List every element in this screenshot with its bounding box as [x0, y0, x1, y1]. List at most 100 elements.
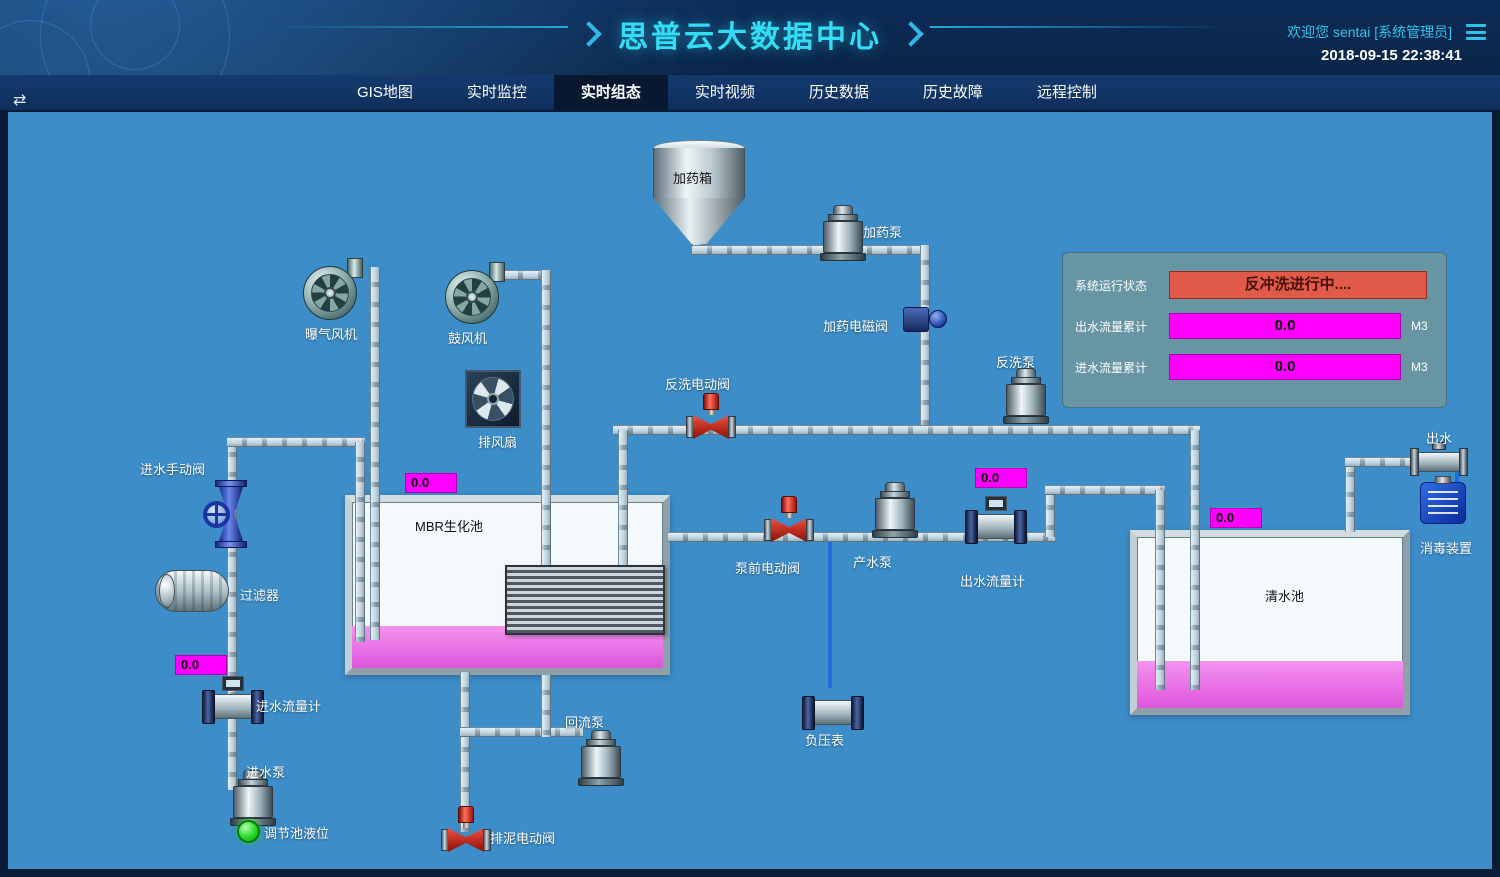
inlet-manual-valve[interactable] [203, 480, 251, 548]
page-title: 思普云大数据中心 [618, 21, 882, 54]
label-dosing-tank: 加药箱 [673, 171, 713, 186]
tab-realtime-video[interactable]: 实时视频 [694, 84, 755, 101]
clean-level-value: 0.0 [1210, 508, 1262, 528]
tab-history-fault[interactable]: 历史故障 [922, 84, 983, 101]
blower-housing [303, 266, 357, 320]
pipe-segment [227, 437, 237, 790]
valve-bowtie [693, 415, 729, 439]
label-blower: 鼓风机 [448, 331, 488, 346]
pipe-segment [503, 270, 551, 280]
dosing-pump[interactable] [820, 205, 866, 261]
vacuum-gauge[interactable] [802, 682, 864, 730]
chevron-right-icon [576, 21, 602, 47]
pipe-segment [618, 430, 628, 565]
pump-cap [243, 770, 263, 779]
pipe-segment [920, 245, 930, 435]
tab-gis-map[interactable]: GIS地图 [357, 84, 413, 101]
valve-flange [215, 480, 247, 487]
backwash-valve[interactable] [686, 393, 736, 441]
label-inlet-flow-meter: 进水流量计 [256, 699, 322, 714]
outlet-device-cap [1432, 442, 1446, 450]
valve-body [686, 415, 736, 439]
regulating-tank-level-indicator[interactable] [237, 820, 260, 843]
meter-body [214, 694, 252, 719]
pump-neck [1011, 377, 1041, 384]
sludge-valve[interactable] [441, 806, 491, 854]
status-row-outlet-total: 出水流量累计 0.0 M3 [1075, 311, 1434, 341]
outlet-total-unit: M3 [1411, 319, 1428, 333]
pump-base [578, 778, 624, 786]
meter-flange [202, 690, 215, 724]
fan-hub-icon [324, 287, 336, 299]
valve-flange [215, 541, 247, 548]
pipe-segment [541, 270, 551, 565]
membrane-module [505, 565, 665, 635]
inlet-flow-meter[interactable] [202, 676, 264, 724]
prepump-valve[interactable] [764, 496, 814, 544]
tab-realtime-scada[interactable]: 实时组态 [553, 75, 668, 110]
label-inlet-manual-valve: 进水手动阀 [140, 462, 206, 477]
backwash-pump[interactable] [1003, 368, 1049, 424]
inlet-flow-value: 0.0 [175, 655, 227, 675]
pipe-segment [613, 425, 1200, 435]
label-inlet-pump: 进水泵 [246, 765, 286, 780]
valve-flange [441, 829, 449, 851]
mbr-level-value: 0.0 [405, 473, 457, 493]
label-backwash-pump: 反洗泵 [996, 355, 1036, 370]
system-status-value: 反冲洗进行中.... [1169, 271, 1427, 299]
fan-hub-icon [466, 291, 478, 303]
outlet-total-label: 出水流量累计 [1075, 319, 1148, 334]
exhaust-fan[interactable] [465, 370, 521, 428]
label-clean-water-tank: 清水池 [1265, 589, 1305, 604]
label-outlet-flow-meter: 出水流量计 [960, 574, 1026, 589]
tab-history-data[interactable]: 历史数据 [808, 84, 869, 101]
collapse-sidebar-icon[interactable]: ⇄ [13, 92, 27, 109]
dosing-tank[interactable] [653, 140, 745, 244]
menu-icon[interactable] [1466, 24, 1486, 40]
meter-flange [802, 696, 815, 730]
outlet-flow-meter[interactable] [965, 496, 1027, 544]
valve-actuator [781, 496, 797, 513]
pump-neck [238, 779, 268, 786]
pipe-segment [460, 672, 470, 832]
outlet-flow-value: 0.0 [975, 468, 1027, 488]
valve-bowtie [448, 828, 484, 852]
hopper-cone [653, 198, 745, 244]
pipe-segment [370, 267, 380, 640]
tab-remote-control[interactable]: 远程控制 [1036, 84, 1097, 101]
pump-body [233, 786, 273, 818]
pipe-segment [1345, 457, 1418, 467]
label-sludge-valve: 排泥电动阀 [490, 831, 556, 846]
inlet-total-label: 进水流量累计 [1075, 360, 1148, 375]
product-pump[interactable] [872, 482, 918, 538]
title-wrap: 思普云大数据中心 [576, 12, 924, 56]
pump-base [820, 253, 866, 261]
blower[interactable] [445, 262, 511, 324]
outlet-device[interactable] [1410, 442, 1468, 476]
solenoid-motor [929, 310, 947, 328]
clean-water-tank [1130, 530, 1410, 715]
pump-body [823, 221, 863, 253]
label-exhaust-fan: 排风扇 [478, 435, 518, 450]
pump-neck [828, 214, 858, 221]
dosing-solenoid-valve[interactable] [903, 302, 947, 336]
clean-water-tank-liquid [1137, 661, 1403, 708]
tab-realtime-monitor[interactable]: 实时监控 [466, 84, 527, 101]
pump-base [872, 530, 918, 538]
disinfection-device[interactable] [1420, 476, 1466, 524]
pump-cap [591, 730, 611, 739]
header-deco-line [268, 26, 568, 28]
system-status-label: 系统运行状态 [1075, 278, 1148, 293]
valve-stem [785, 513, 793, 518]
filter[interactable] [155, 570, 229, 612]
blower-outlet [489, 262, 505, 282]
label-backwash-valve: 反洗电动阀 [665, 377, 731, 392]
pipe-thin-segment [828, 540, 832, 688]
return-pump[interactable] [578, 730, 624, 786]
meter-body [814, 700, 852, 725]
pipe-segment [1190, 430, 1200, 690]
aeration-blower[interactable] [303, 258, 369, 320]
welcome-text: 欢迎您 sentai [系统管理员] [1287, 24, 1452, 40]
valve-body [764, 518, 814, 542]
